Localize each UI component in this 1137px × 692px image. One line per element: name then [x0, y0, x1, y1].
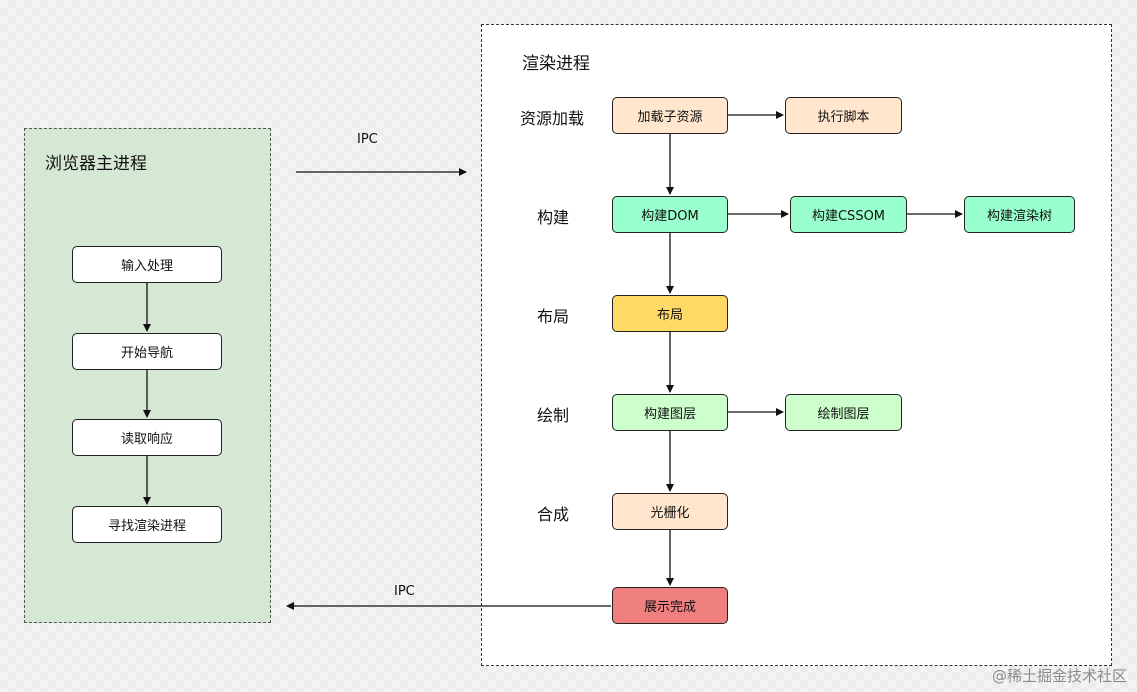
row-label-paint: 绘制 [537, 406, 570, 425]
step-start-navigation[interactable]: 开始导航 [72, 333, 222, 370]
step-read-response[interactable]: 读取响应 [72, 419, 222, 456]
browser-process-title: 浏览器主进程 [45, 154, 147, 174]
step-input-handling[interactable]: 输入处理 [72, 246, 222, 283]
node-execute-script[interactable]: 执行脚本 [785, 97, 902, 134]
node-rasterize[interactable]: 光栅化 [612, 493, 728, 530]
ipc-label-to-browser: IPC [394, 584, 415, 599]
row-label-layout: 布局 [537, 307, 570, 326]
renderer-process-title: 渲染进程 [522, 54, 590, 74]
node-build-layers[interactable]: 构建图层 [612, 394, 728, 431]
row-label-composite: 合成 [537, 505, 570, 524]
row-label-build: 构建 [537, 208, 570, 227]
step-find-renderer[interactable]: 寻找渲染进程 [72, 506, 222, 543]
node-display-complete[interactable]: 展示完成 [612, 587, 728, 624]
node-build-cssom[interactable]: 构建CSSOM [790, 196, 907, 233]
node-build-dom[interactable]: 构建DOM [612, 196, 728, 233]
ipc-label-to-renderer: IPC [357, 132, 378, 147]
node-load-subresources[interactable]: 加载子资源 [612, 97, 728, 134]
node-layout[interactable]: 布局 [612, 295, 728, 332]
node-paint-layers[interactable]: 绘制图层 [785, 394, 902, 431]
row-label-resource-loading: 资源加载 [520, 109, 585, 128]
node-build-render-tree[interactable]: 构建渲染树 [964, 196, 1075, 233]
watermark: @稀土掘金技术社区 [991, 667, 1127, 685]
